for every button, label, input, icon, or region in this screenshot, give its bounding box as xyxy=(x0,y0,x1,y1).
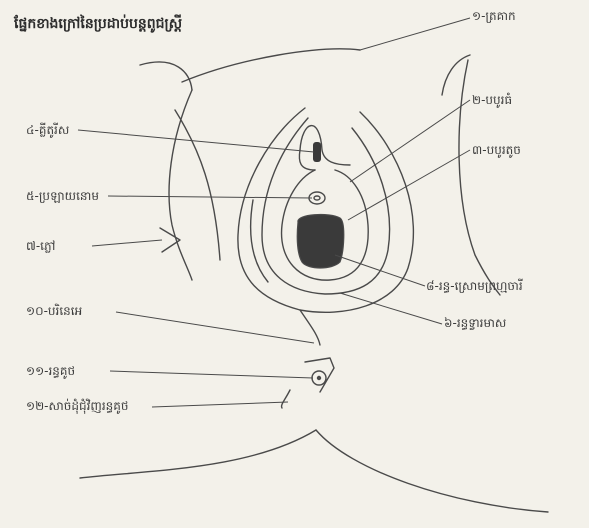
anal-region xyxy=(305,358,334,392)
label-7: ៧-ភ្លៅ xyxy=(26,238,55,256)
leader-8 xyxy=(335,255,425,286)
hood-left xyxy=(299,150,315,170)
perineum-line xyxy=(300,310,320,345)
upper-contour-right xyxy=(442,55,470,95)
label-8: ៨-រន្ធ-ស្រោមព្រហ្មចារី xyxy=(426,278,523,296)
label-11: ១១-រន្ធគូថ xyxy=(26,363,75,381)
gluteal-right xyxy=(316,430,548,512)
label-10: ១០-បរិនេអេ xyxy=(26,303,82,321)
anus-center xyxy=(318,377,321,380)
leader-12 xyxy=(152,402,288,407)
inner-fold xyxy=(251,200,268,282)
upper-contour xyxy=(140,62,192,90)
gluteal-cleft xyxy=(282,390,290,408)
label-5: ៥-ប្រឡាយនោម xyxy=(26,188,99,206)
label-1: ១-ត្រគាក xyxy=(472,8,516,26)
label-3: ៣-បបូរតូច xyxy=(472,142,521,160)
leader-1 xyxy=(360,18,470,50)
pubic-line xyxy=(182,49,360,82)
leader-10 xyxy=(116,312,314,343)
label-2: ២-បបូរធំ xyxy=(472,92,512,110)
clitoris xyxy=(313,142,321,162)
leader-11 xyxy=(110,371,313,378)
label-12: ១២-សាច់ដុំជុំវិញរន្ធគូថ xyxy=(26,398,128,416)
urethra-inner xyxy=(314,196,320,200)
leader-5 xyxy=(108,196,312,198)
left-outer-line xyxy=(175,110,220,260)
leader-7 xyxy=(92,240,162,246)
clitoral-hood xyxy=(300,126,350,165)
leader-3 xyxy=(348,150,470,220)
gluteal-left xyxy=(80,430,316,478)
label-6: ៦-រន្ធទ្វារមាស xyxy=(444,315,506,333)
label-4: ៤-គ្លីតូរីស xyxy=(26,122,69,140)
diagram-title: ផ្នែកខាងក្រៅនៃប្រដាប់បន្តពូជស្ត្រី xyxy=(14,14,182,35)
vaginal-opening xyxy=(297,215,344,268)
leader-2 xyxy=(350,100,470,182)
